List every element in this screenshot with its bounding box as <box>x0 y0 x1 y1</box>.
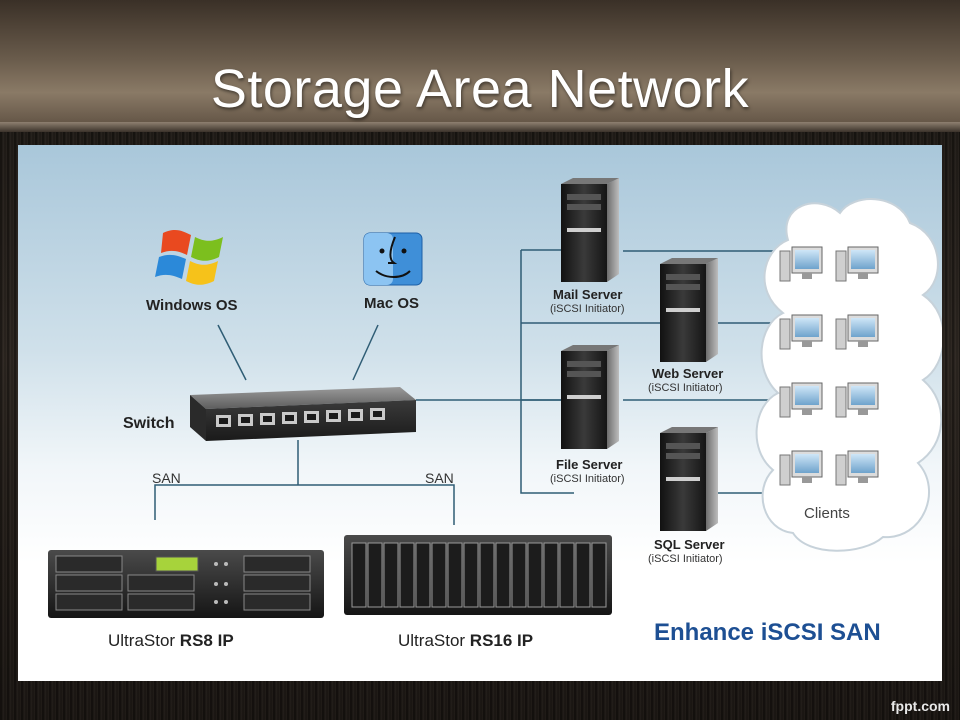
mail-server-tower-icon <box>561 178 619 282</box>
client-pc-icon <box>779 450 823 486</box>
diagram-graphics <box>48 178 942 618</box>
file-server-sublabel: (iSCSI Initiator) <box>550 473 625 485</box>
mail-server-sublabel: (iSCSI Initiator) <box>550 303 625 315</box>
web-server-tower-icon <box>660 258 718 362</box>
client-pc-icon <box>835 246 879 282</box>
rs16-label: UltraStor RS16 IP <box>398 631 533 651</box>
client-pc-icon <box>779 382 823 418</box>
sql-server-tower-icon <box>660 427 718 531</box>
clients-label: Clients <box>804 505 850 522</box>
san-diagram: Windows OS Mac OS Switch SAN SAN Mail Se… <box>18 145 942 681</box>
footer-brand: fppt.com <box>890 698 950 714</box>
ultrastor-rs8-storage-icon <box>48 550 324 618</box>
ultrastor-rs16-storage-icon <box>344 535 612 615</box>
client-pc-icon <box>779 314 823 350</box>
rs8-label-model: RS8 IP <box>179 631 234 650</box>
mac-os-logo-icon <box>363 232 423 286</box>
mail-server-label: Mail Server <box>553 287 623 302</box>
file-server-tower-icon <box>561 345 619 449</box>
enhance-iscsi-san-tagline: Enhance iSCSI SAN <box>654 619 881 646</box>
slide-title: Storage Area Network <box>210 59 750 119</box>
rs8-label-prefix: UltraStor <box>108 631 180 650</box>
windows-logo-icon <box>155 229 223 285</box>
mac-os-label: Mac OS <box>364 295 420 312</box>
client-pc-icon <box>835 314 879 350</box>
client-pc-icon <box>835 450 879 486</box>
client-pc-icon <box>779 246 823 282</box>
connection-lines <box>154 249 778 525</box>
rs16-label-model: RS16 IP <box>469 631 534 650</box>
sql-server-sublabel: (iSCSI Initiator) <box>648 553 723 565</box>
san-left-label: SAN <box>152 470 181 486</box>
client-computers <box>779 246 879 486</box>
client-pc-icon <box>835 382 879 418</box>
rs8-label: UltraStor RS8 IP <box>108 631 234 651</box>
network-switch-icon <box>190 387 416 441</box>
san-right-label: SAN <box>425 470 454 486</box>
web-server-sublabel: (iSCSI Initiator) <box>648 382 723 394</box>
rs16-label-prefix: UltraStor <box>398 631 470 650</box>
web-server-label: Web Server <box>652 366 724 381</box>
sql-server-label: SQL Server <box>654 537 725 552</box>
windows-os-label: Windows OS <box>146 297 238 314</box>
title-band <box>0 0 960 132</box>
switch-label: Switch <box>123 415 175 432</box>
file-server-label: File Server <box>556 457 623 472</box>
